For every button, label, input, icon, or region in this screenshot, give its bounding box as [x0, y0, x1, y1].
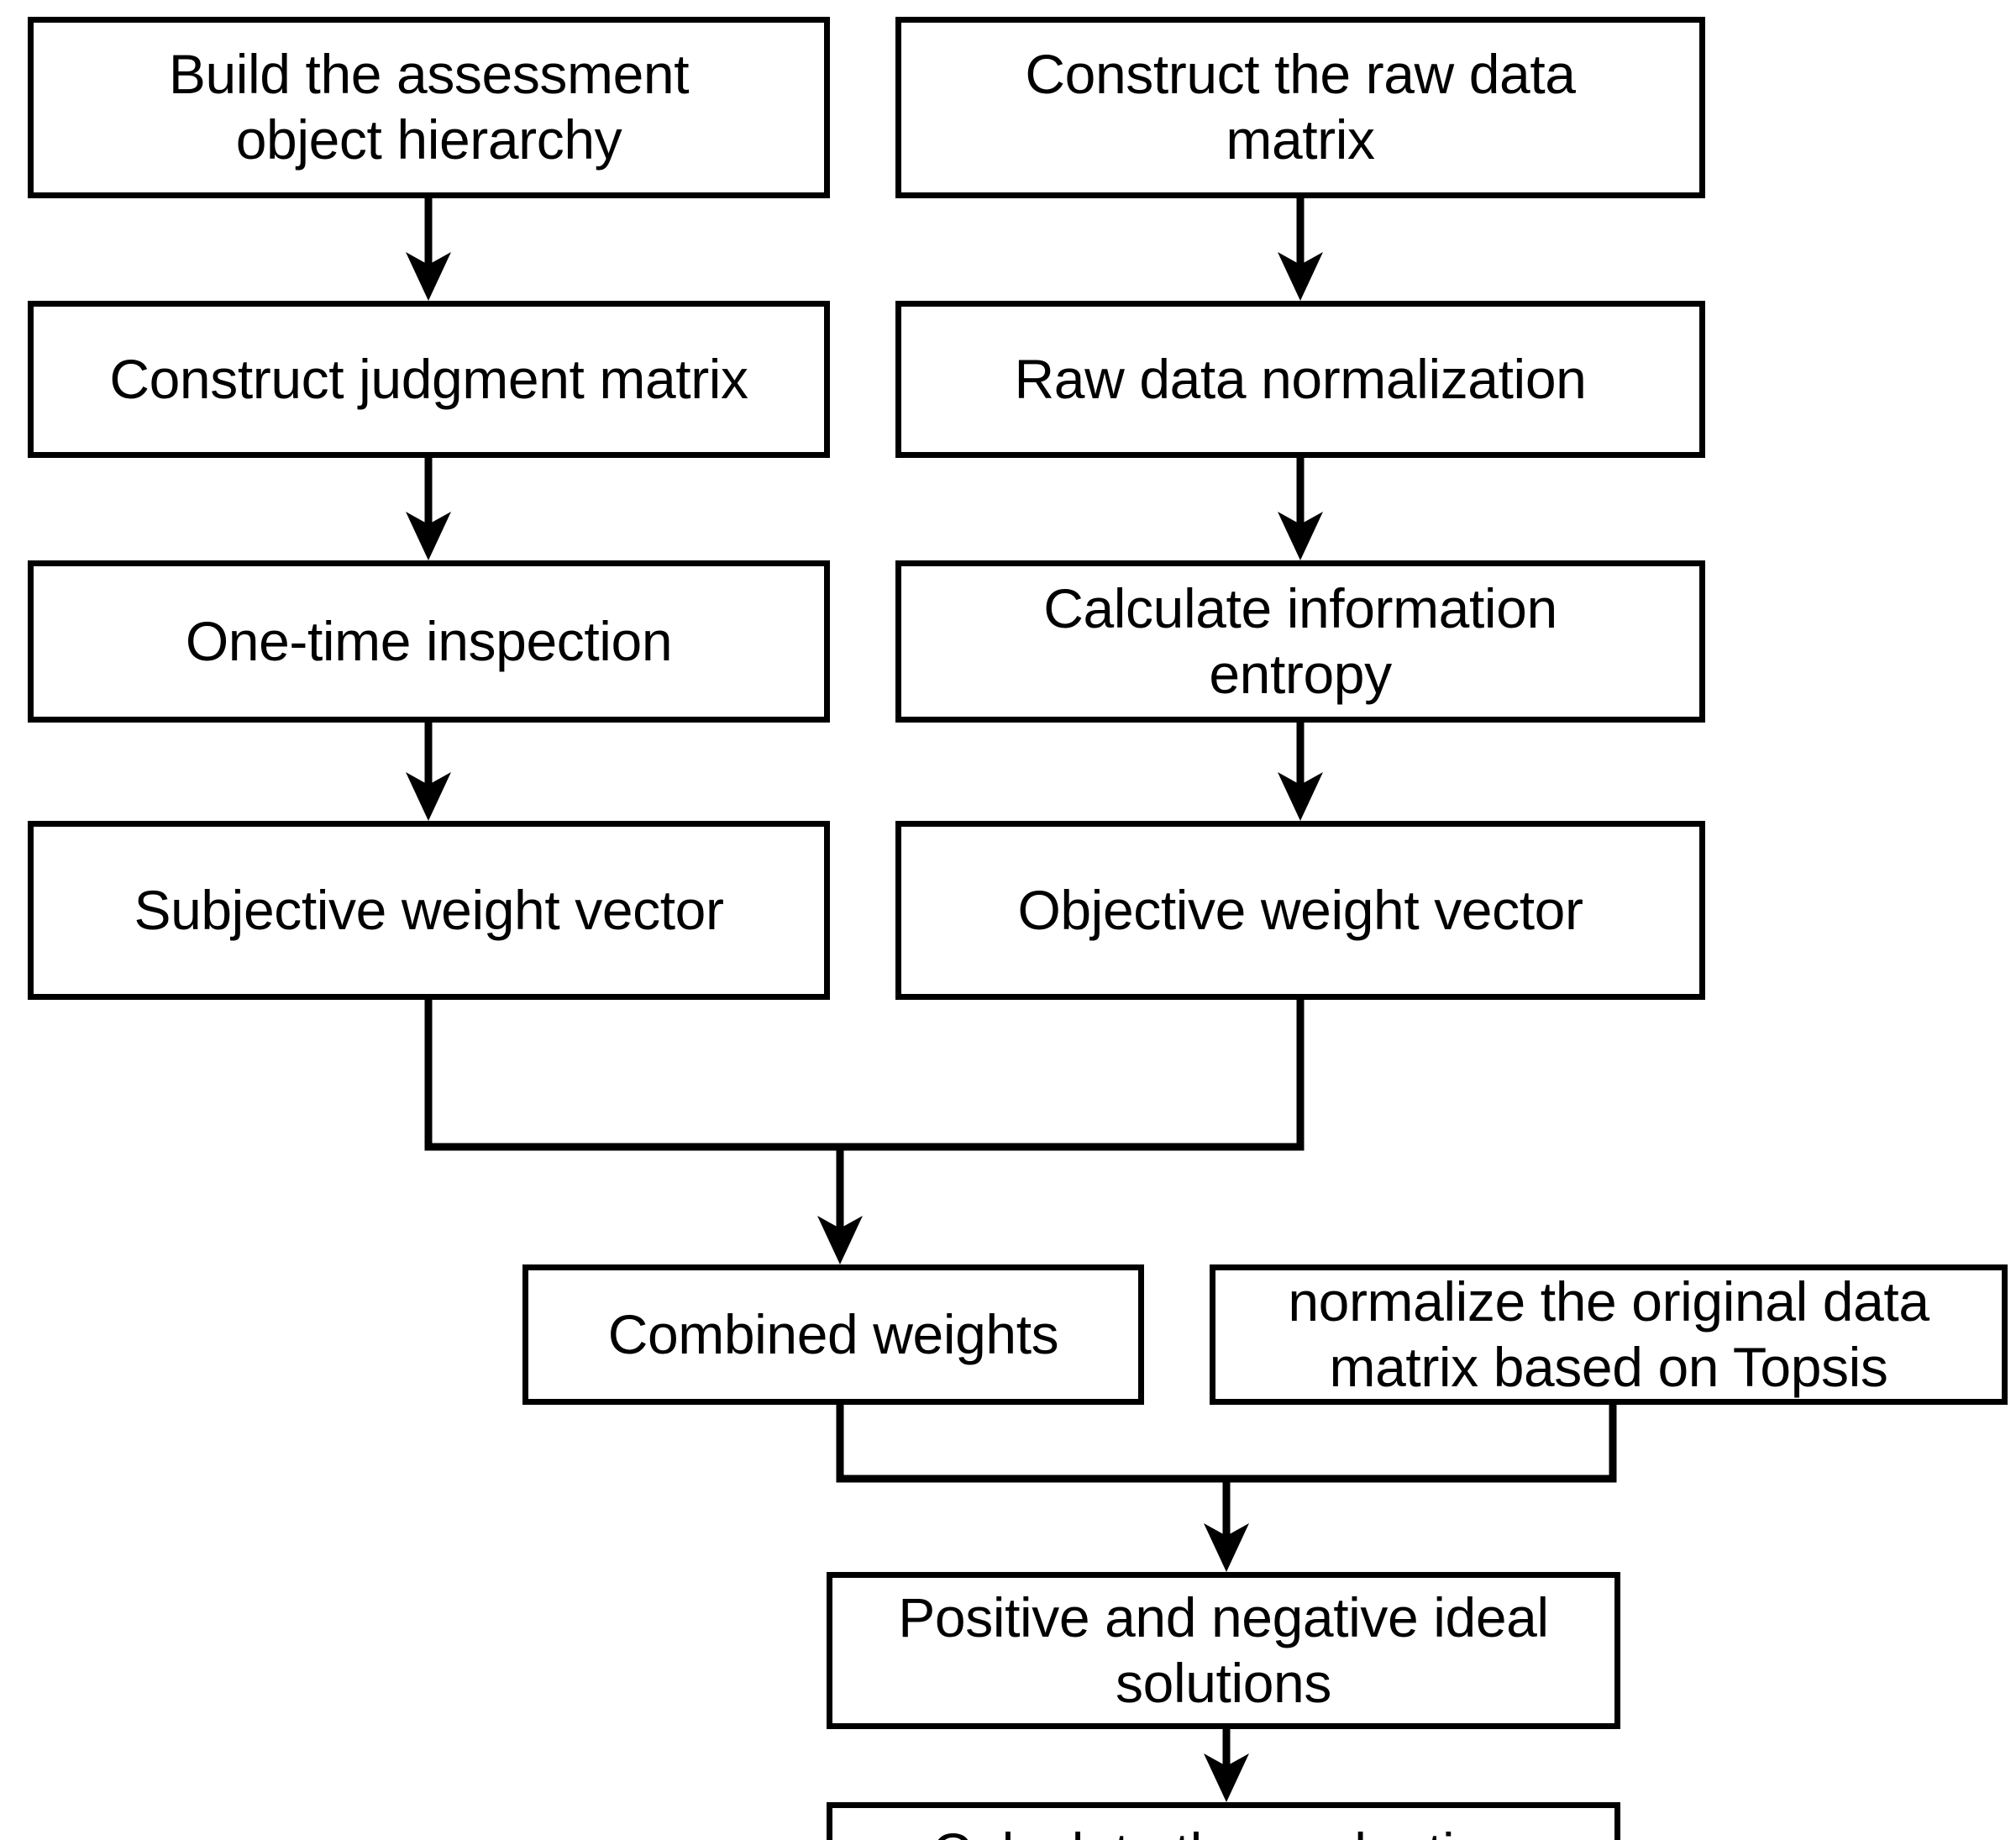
- node-label: Build the assessment object hierarchy: [168, 43, 690, 171]
- node-label: normalize the original data matrix based…: [1288, 1270, 1929, 1398]
- node-label: Subjective weight vector: [134, 878, 724, 941]
- edge-judgment-matrix-to-inspection: [406, 458, 451, 560]
- edge-raw-matrix-to-normalization: [1278, 198, 1323, 301]
- node-label: Combined weights: [607, 1302, 1059, 1365]
- node-build-assessment-object-hierarchy[interactable]: Build the assessment object hierarchy: [28, 17, 830, 198]
- node-calculate-information-entropy[interactable]: Calculate information entropy: [895, 560, 1705, 723]
- node-objective-weight-vector[interactable]: Objective weight vector: [895, 821, 1705, 1000]
- edge-entropy-to-objective-weight: [1278, 723, 1323, 821]
- node-subjective-weight-vector[interactable]: Subjective weight vector: [28, 821, 830, 1000]
- node-label: Objective weight vector: [1017, 878, 1583, 941]
- edge-inspection-to-subjective-weight: [406, 723, 451, 821]
- node-label: Calculate information entropy: [1043, 576, 1557, 705]
- node-calculate-evaluation-value[interactable]: Calculate the evaluation value of each p…: [827, 1802, 1620, 1840]
- edge-ideal-to-evaluation-value: [1204, 1729, 1249, 1802]
- node-raw-data-normalization[interactable]: Raw data normalization: [895, 301, 1705, 458]
- node-positive-and-negative-ideal-solutions[interactable]: Positive and negative ideal solutions: [827, 1572, 1620, 1729]
- edge-merge-weights-to-combined: [424, 1000, 1305, 1264]
- node-label: Calculate the evaluation value of each p…: [844, 1821, 1603, 1840]
- node-normalize-original-data-matrix-topsis[interactable]: normalize the original data matrix based…: [1210, 1264, 2008, 1405]
- edge-merge-combined-topsis-to-ideal: [836, 1405, 1617, 1572]
- edge-build-hierarchy-to-judgment-matrix: [406, 198, 451, 301]
- edge-normalization-to-entropy: [1278, 458, 1323, 560]
- node-construct-raw-data-matrix[interactable]: Construct the raw data matrix: [895, 17, 1705, 198]
- node-construct-judgment-matrix[interactable]: Construct judgment matrix: [28, 301, 830, 458]
- node-label: Construct judgment matrix: [109, 347, 748, 410]
- node-label: Construct the raw data matrix: [1025, 43, 1576, 171]
- node-one-time-inspection[interactable]: One-time inspection: [28, 560, 830, 723]
- node-label: Positive and negative ideal solutions: [898, 1585, 1549, 1714]
- node-combined-weights[interactable]: Combined weights: [522, 1264, 1144, 1405]
- node-label: Raw data normalization: [1014, 347, 1587, 410]
- node-label: One-time inspection: [185, 609, 673, 672]
